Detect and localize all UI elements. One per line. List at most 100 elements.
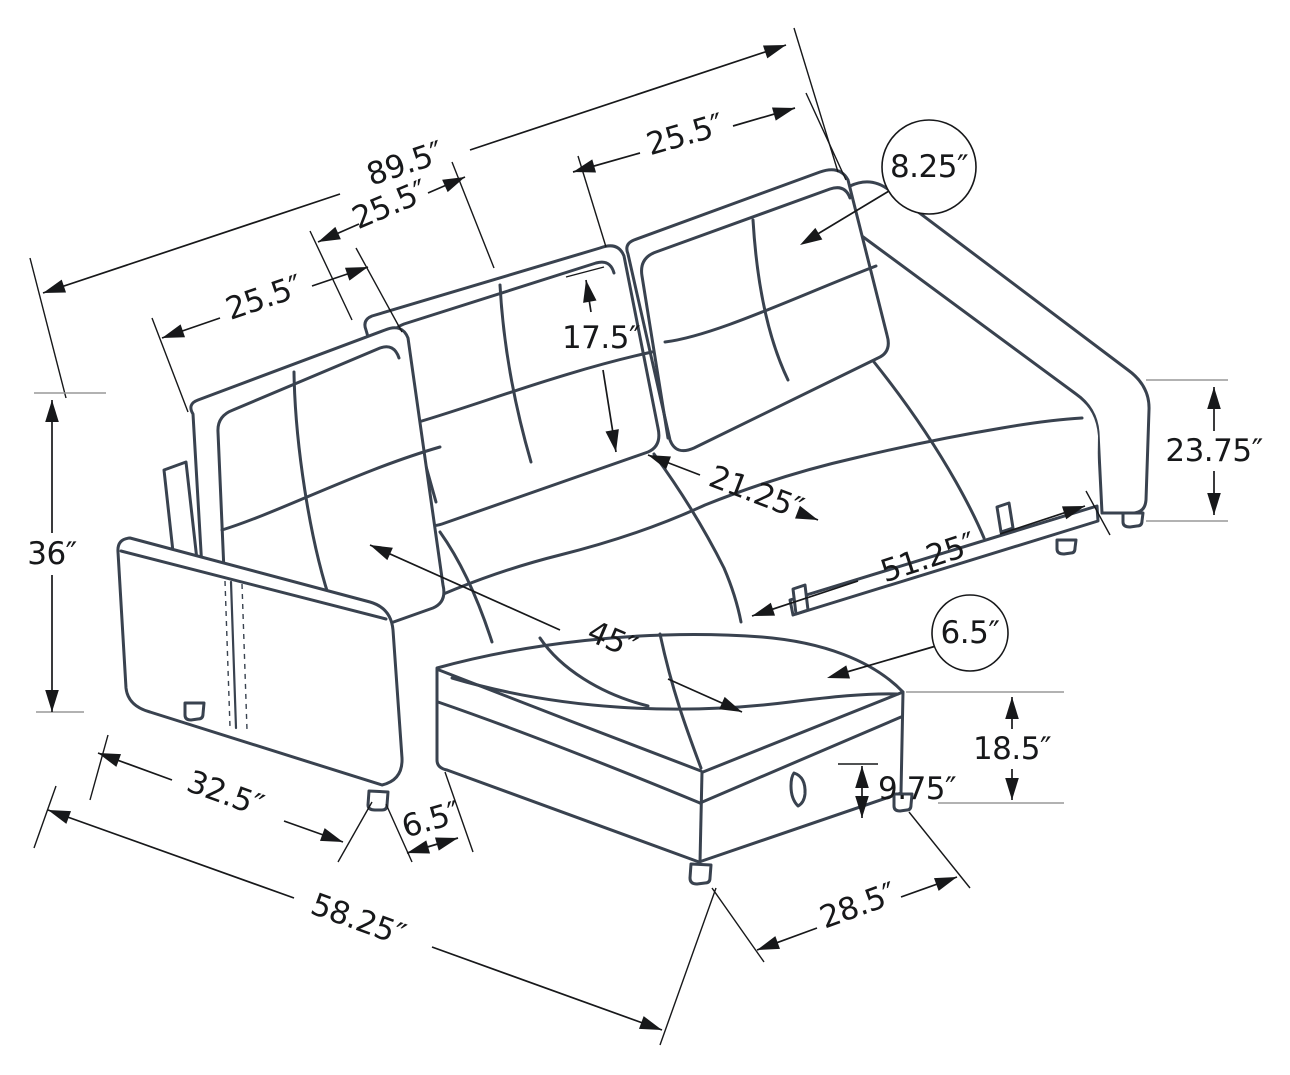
- dimension-label-chaise-cushion-thickness: 6.5″: [941, 615, 1000, 651]
- arrowhead-icon: [827, 665, 851, 679]
- dimension-label-chaise-height: 18.5″: [973, 731, 1051, 767]
- arrowhead-icon: [573, 159, 597, 173]
- dimension-line: [565, 266, 605, 278]
- arrowhead-icon: [1005, 697, 1019, 719]
- chaise-corner-edge: [698, 770, 704, 864]
- front-rail: [788, 504, 1100, 617]
- arrowhead-icon: [762, 45, 786, 59]
- arrowhead-icon: [370, 545, 393, 561]
- sofa-leg: [892, 792, 914, 813]
- arrowhead-icon: [639, 1016, 662, 1030]
- chaise-top-seam: [538, 636, 650, 708]
- dimension-annotations: 89.5″25.5″25.5″25.5″17.5″23.75″36″21.25″…: [27, 27, 1263, 1046]
- arrowhead-icon: [407, 840, 431, 854]
- cushion-seam: [498, 283, 533, 464]
- chaise-side-seam: [698, 715, 903, 805]
- arrowhead-icon: [800, 227, 823, 245]
- arrowhead-icon: [1005, 778, 1019, 800]
- cushion-seam: [292, 370, 334, 608]
- dimension-arm-width: 6.5″: [385, 771, 474, 863]
- arrowhead-icon: [757, 936, 780, 950]
- arrowhead-icon: [1207, 387, 1221, 409]
- dimension-label-arm-height: 23.75″: [1165, 433, 1262, 469]
- chaise-top-seam: [450, 676, 900, 711]
- dimension-line: [908, 811, 971, 889]
- cushion-seam: [663, 264, 878, 344]
- arrowhead-icon: [344, 267, 368, 281]
- dimension-line: [805, 190, 890, 242]
- dimension-line: [42, 193, 341, 294]
- arrowhead-icon: [98, 753, 121, 767]
- arrowhead-icon: [434, 837, 458, 851]
- seat-quilt-seam: [652, 452, 743, 624]
- dimension-label-overall-depth: 58.25″: [306, 886, 410, 953]
- dimension-line: [444, 771, 474, 853]
- dimension-label-right-cushion-width: 25.5″: [642, 107, 727, 163]
- dimension-label-left-cushion-width: 25.5″: [221, 268, 307, 327]
- dimension-label-arm-depth: 32.5″: [182, 764, 268, 825]
- left-arm-seam: [229, 580, 238, 730]
- left-arm-outline: [116, 536, 404, 787]
- arrowhead-icon: [1061, 506, 1085, 520]
- dimension-arm-height: 23.75″: [1146, 379, 1263, 522]
- dimension-label-back-cushion-height: 17.5″: [562, 320, 640, 356]
- arrowhead-icon: [43, 279, 67, 293]
- seat-quilt-seam: [438, 530, 494, 644]
- dimension-line: [793, 27, 839, 173]
- dimension-line: [337, 801, 373, 863]
- arrowhead-icon: [771, 107, 795, 121]
- circled-dimension-back-cushion-thickness: 8.25″: [800, 119, 977, 245]
- dimension-label-overall-height: 36″: [27, 536, 77, 572]
- rail-bracket: [995, 501, 1015, 534]
- callout-circle: [931, 594, 1009, 672]
- arrowhead-icon: [934, 877, 957, 891]
- arrowhead-icon: [45, 400, 59, 422]
- back-rail-right-arm: [848, 180, 1151, 515]
- dimension-line: [805, 92, 847, 181]
- arrowhead-icon: [583, 280, 597, 303]
- back-cushion-right: [625, 168, 890, 453]
- arrowhead-icon: [1207, 493, 1221, 515]
- cushion-seam: [751, 218, 790, 382]
- dimension-line: [369, 544, 561, 631]
- dimension-line: [309, 230, 353, 321]
- arrowhead-icon: [442, 177, 465, 193]
- seat-quilt-seam: [402, 416, 1084, 614]
- dimension-chaise-height: 18.5″: [906, 691, 1064, 804]
- chaise-front-seam: [436, 700, 702, 805]
- seat-deck: [352, 352, 1098, 668]
- arrowhead-icon: [48, 810, 71, 824]
- dimension-line: [355, 247, 403, 333]
- dimension-label-arm-width: 6.5″: [398, 795, 465, 846]
- dimension-back-cushion-height: 17.5″: [562, 266, 641, 453]
- dimension-line: [711, 887, 765, 963]
- dimension-label-back-cushion-thickness: 8.25″: [890, 149, 968, 185]
- dimension-label-chaise-width: 28.5″: [815, 876, 901, 937]
- cushion-edge: [216, 345, 401, 666]
- chaise-outline: [435, 633, 905, 864]
- arrowhead-icon: [648, 455, 671, 470]
- cushion-edge: [640, 186, 852, 440]
- arrowhead-icon: [605, 429, 619, 452]
- dimension-label-base-height: 9.75″: [878, 771, 956, 807]
- chaise-section: [435, 632, 914, 886]
- dimension-base-height: 9.75″: [838, 763, 957, 818]
- dimension-line: [832, 645, 937, 677]
- sofa-leg: [1121, 511, 1145, 529]
- dimension-line: [431, 946, 663, 1031]
- arrowhead-icon: [162, 324, 186, 338]
- sofa-leg: [688, 862, 713, 886]
- circled-dimension-chaise-cushion-thickness: 6.5″: [827, 594, 1009, 679]
- dimension-line: [89, 734, 109, 801]
- left-arm: [116, 536, 404, 812]
- sofa-leg: [183, 701, 206, 722]
- arrowhead-icon: [719, 696, 742, 712]
- left-arm-top-edge: [119, 549, 388, 621]
- arrowhead-icon: [320, 828, 343, 842]
- dimension-overall-height: 36″: [27, 392, 106, 713]
- left-arm-stitching: [224, 580, 231, 728]
- dimension-line: [469, 44, 787, 151]
- pull-strap: [789, 771, 807, 808]
